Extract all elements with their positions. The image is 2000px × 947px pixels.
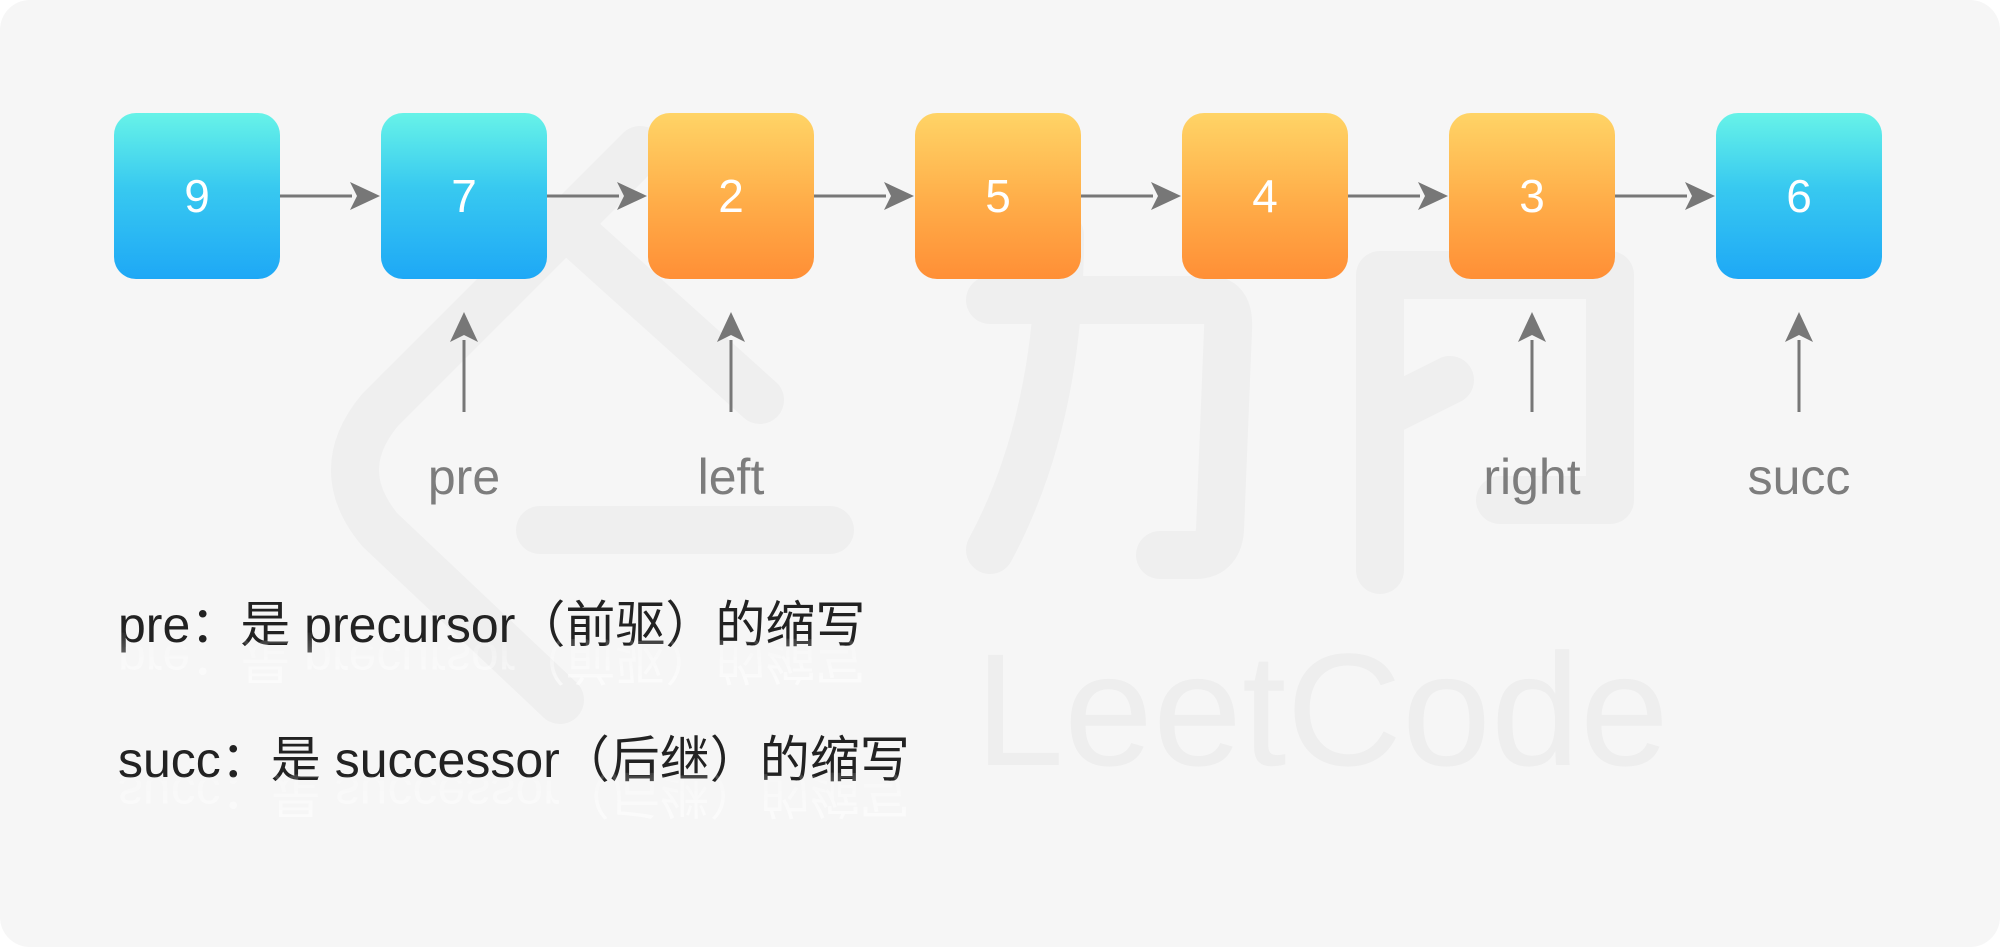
- pre-note: pre：是 precursor（前驱）的缩写: [118, 597, 866, 653]
- pre-label: pre: [427, 449, 501, 505]
- succ-label: succ: [1747, 449, 1851, 505]
- list-node-2: 7: [381, 113, 547, 279]
- succ-note: succ：是 successor（后继）的缩写: [118, 732, 910, 788]
- list-node-1: 9: [114, 113, 280, 279]
- watermark-text: LeetCode: [975, 620, 1669, 799]
- watermark-logo-chevron: [536, 196, 784, 424]
- watermark-char-li: [966, 211, 1253, 579]
- list-node-5: 4: [1182, 113, 1348, 279]
- watermark-logo-icon: [331, 126, 664, 724]
- list-node-6: 3: [1449, 113, 1615, 279]
- list-node-4: 5: [915, 113, 1081, 279]
- left-label: left: [697, 449, 765, 505]
- pre-note-reflection: pre：是 precursor（前驱）的缩写: [118, 632, 866, 688]
- list-node-3: 2: [648, 113, 814, 279]
- watermark-char-kou: [1356, 251, 1634, 594]
- succ-note-reflection: succ：是 successor（后继）的缩写: [118, 766, 910, 822]
- list-node-7: 6: [1716, 113, 1882, 279]
- right-label: right: [1483, 449, 1581, 505]
